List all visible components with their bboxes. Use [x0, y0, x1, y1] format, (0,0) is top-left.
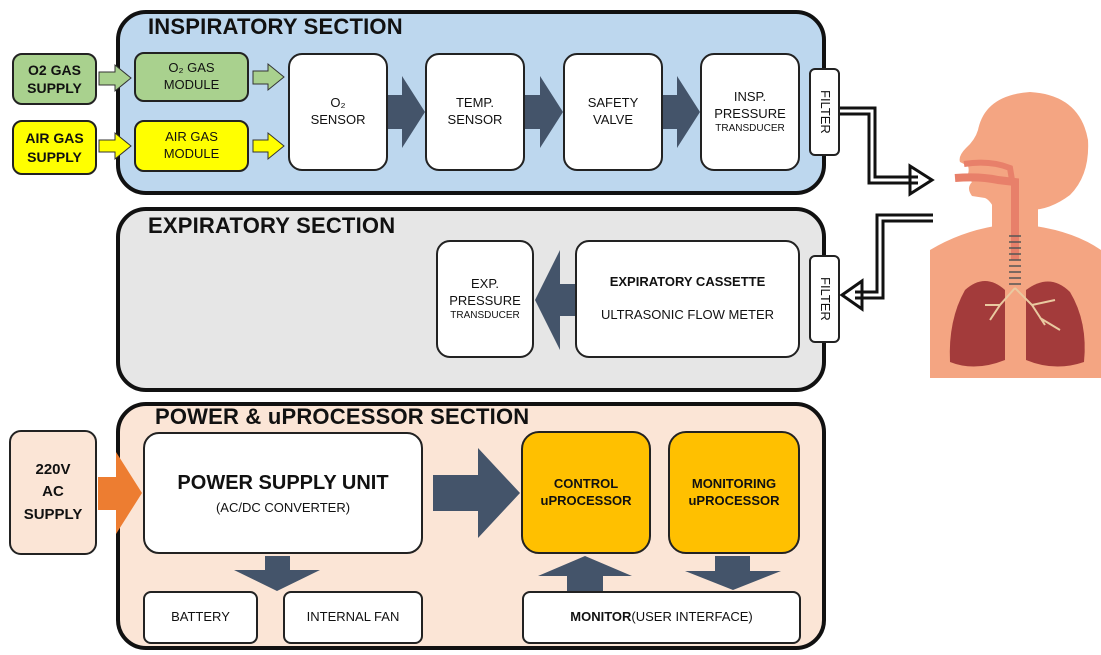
power-supply-unit: POWER SUPPLY UNIT (AC/DC CONVERTER)	[143, 432, 423, 554]
expiratory-cassette: EXPIRATORY CASSETTE ULTRASONIC FLOW METE…	[575, 240, 800, 358]
insp-transducer-label: TRANSDUCER	[715, 123, 785, 135]
expiratory-section-title: EXPIRATORY SECTION	[148, 213, 396, 238]
o2-gas-supply: O2 GAS SUPPLY	[12, 53, 97, 105]
monitor-to-control-arrow	[538, 556, 632, 591]
monitoring-to-monitor-arrow	[685, 556, 781, 590]
safety-valve: SAFETY VALVE	[563, 53, 663, 171]
air-module-arrow	[252, 131, 285, 161]
human-anatomy-icon	[930, 92, 1101, 378]
monitor-label: MONITOR	[570, 609, 632, 625]
ultrasonic-flow-meter-label: ULTRASONIC FLOW METER	[600, 307, 775, 322]
insp-pressure-label: INSP. PRESSURE	[714, 88, 786, 121]
temp-sensor: TEMP. SENSOR	[425, 53, 525, 171]
monitor-user-interface: MONITOR (USER INTERFACE)	[522, 591, 801, 644]
exp-pressure-label: EXP. PRESSURE	[449, 275, 521, 308]
o2-sensor: O₂ SENSOR	[288, 53, 388, 171]
ac-supply-arrow	[98, 452, 142, 534]
insp-pressure-transducer: INSP. PRESSURE TRANSDUCER	[700, 53, 800, 171]
inspiratory-section-title: INSPIRATORY SECTION	[148, 14, 403, 39]
cassette-to-exp-arrow	[535, 250, 575, 350]
exp-airway-line	[855, 213, 933, 300]
exp-transducer-label: TRANSDUCER	[450, 310, 520, 322]
air-supply-arrow	[98, 131, 132, 161]
expiratory-cassette-title: EXPIRATORY CASSETTE	[609, 274, 766, 290]
o2-gas-module: O₂ GAS MODULE	[134, 52, 249, 102]
internal-fan-box: INTERNAL FAN	[283, 591, 423, 644]
inspiratory-filter: FILTER	[809, 68, 840, 156]
power-section-title: POWER & uPROCESSOR SECTION	[155, 404, 530, 429]
psu-title: POWER SUPPLY UNIT	[177, 471, 389, 494]
o2-to-temp-arrow	[388, 76, 425, 148]
psu-subtitle: (AC/DC CONVERTER)	[215, 499, 351, 515]
o2-supply-arrow	[98, 63, 132, 93]
expiratory-filter-label: FILTER	[817, 277, 833, 321]
inspiratory-filter-label: FILTER	[817, 90, 833, 134]
exp-pressure-transducer: EXP. PRESSURE TRANSDUCER	[436, 240, 534, 358]
exp-arrowhead	[839, 278, 864, 312]
valve-to-insp-arrow	[663, 76, 700, 148]
air-gas-supply: AIR GAS SUPPLY	[12, 120, 97, 175]
temp-to-valve-arrow	[525, 76, 563, 148]
control-uprocessor: CONTROL uPROCESSOR	[521, 431, 651, 554]
ac-supply: 220V AC SUPPLY	[9, 430, 97, 555]
psu-down-arrow	[234, 556, 320, 591]
insp-arrowhead	[908, 163, 935, 197]
insp-airway-line	[840, 106, 918, 185]
psu-to-control-arrow	[433, 448, 520, 538]
air-gas-module: AIR GAS MODULE	[134, 120, 249, 172]
o2-module-arrow	[252, 62, 285, 92]
user-interface-label: (USER INTERFACE)	[631, 609, 753, 625]
expiratory-filter: FILTER	[809, 255, 840, 343]
monitoring-uprocessor: MONITORING uPROCESSOR	[668, 431, 800, 554]
battery-box: BATTERY	[143, 591, 258, 644]
